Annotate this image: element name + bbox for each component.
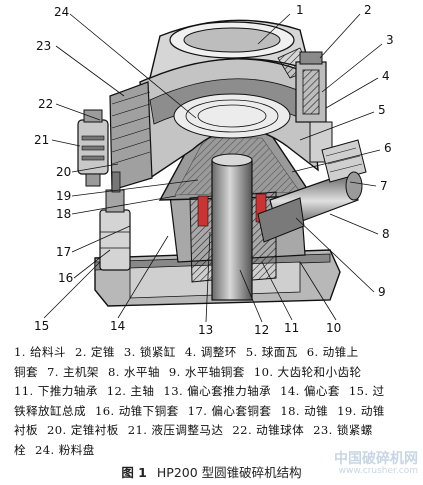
legend-item: 13. 偏心套推力轴承 xyxy=(163,384,272,399)
legend-item: 19. 动锥 xyxy=(337,403,385,418)
callout-8: 8 xyxy=(382,227,390,241)
crusher-cutaway-diagram: 1 2 3 4 5 6 7 8 9 10 11 12 13 14 15 16 1… xyxy=(34,3,394,337)
legend-item: 22. 动锥球体 xyxy=(232,423,305,438)
callout-19: 19 xyxy=(56,189,71,203)
legend-item: 10. 大齿轮和小齿轮 xyxy=(253,364,362,379)
legend-item: 9. 水平轴铜套 xyxy=(168,364,245,379)
tramp-release-cylinder xyxy=(99,171,131,271)
callout-11: 11 xyxy=(284,321,299,335)
adjusting-ring xyxy=(109,81,153,191)
legend-item: 14. 偏心套 xyxy=(280,384,340,399)
callout-15: 15 xyxy=(34,319,49,333)
callout-4: 4 xyxy=(382,69,390,83)
legend-item: 栓 xyxy=(14,442,26,457)
figure-caption: 图 1 HP200 型圆锥破碎机结构 xyxy=(0,462,423,481)
legend-item: 6. 动锥上 xyxy=(306,345,359,359)
legend-item: 7. 主机架 xyxy=(47,364,99,379)
legend-item: 12. 主轴 xyxy=(106,384,155,399)
legend-item: 15. 过 xyxy=(348,384,385,399)
legend-item: 3. 锁紧缸 xyxy=(123,345,176,359)
main-shaft xyxy=(211,153,253,301)
legend-item: 11. 下推力轴承 xyxy=(14,384,98,399)
parts-legend: 1. 给料斗 2. 定锥 3. 锁紧缸 4. 调整环 5. 球面瓦 6. 动锥上 铜套 7.… xyxy=(14,343,416,461)
legend-item: 8. 水平轴 xyxy=(107,364,160,379)
clamping-cylinders xyxy=(295,51,333,163)
callout-22: 22 xyxy=(38,97,53,111)
hydraulic-motor xyxy=(77,109,109,187)
callout-18: 18 xyxy=(56,207,71,221)
legend-item: 21. 液压调整马达 xyxy=(127,423,224,438)
callout-24: 24 xyxy=(54,5,69,19)
callout-23: 23 xyxy=(36,39,51,53)
callout-7: 7 xyxy=(380,179,388,193)
legend-line-1: 1. 给料斗 2. 定锥 3. 锁紧缸 4. 调整环 5. 球面瓦 6. 动锥上 xyxy=(14,343,416,363)
legend-item: 20. 定锥衬板 xyxy=(47,423,119,438)
callout-10: 10 xyxy=(326,321,341,335)
legend-item: 5. 球面瓦 xyxy=(245,345,298,359)
callout-16: 16 xyxy=(58,271,73,285)
callout-5: 5 xyxy=(378,103,386,117)
legend-item: 23. 锁紧螺 xyxy=(313,423,373,438)
callout-21: 21 xyxy=(34,133,49,147)
callout-14: 14 xyxy=(110,319,125,333)
legend-line-6: 栓 24. 粉料盘 xyxy=(14,441,416,461)
callout-numbers: 1 2 3 4 5 6 7 8 9 10 11 12 13 14 15 16 1… xyxy=(34,3,394,337)
legend-item: 18. 动锥 xyxy=(280,403,329,418)
legend-item: 4. 调整环 xyxy=(184,345,237,359)
fixed-cone-bowl xyxy=(139,58,319,180)
feed-hopper xyxy=(149,19,311,80)
legend-item: 2. 定锥 xyxy=(74,345,115,359)
callout-9: 9 xyxy=(378,285,386,299)
legend-item: 铜套 xyxy=(14,364,38,379)
legend-line-4: 铁释放缸总成 16. 动锥下铜套 17. 偏心套铜套 18. 动锥 19. 动锥 xyxy=(14,402,416,422)
callout-3: 3 xyxy=(386,33,394,47)
leader-lines xyxy=(43,13,383,323)
figure-number: 图 1 xyxy=(121,465,147,480)
figure-title: HP200 型圆锥破碎机结构 xyxy=(156,465,302,480)
legend-item: 铁释放缸总成 xyxy=(14,403,86,418)
callout-2: 2 xyxy=(364,3,372,17)
watermark: 中国破碎机网 www.crusher.com xyxy=(300,448,418,480)
legend-item: 17. 偏心套铜套 xyxy=(187,403,272,418)
callout-6: 6 xyxy=(384,141,392,155)
countershaft xyxy=(257,139,367,243)
callout-13: 13 xyxy=(198,323,213,337)
legend-item: 1. 给料斗 xyxy=(14,345,66,359)
watermark-url: www.crusher.com xyxy=(338,466,418,476)
callout-17: 17 xyxy=(56,245,71,259)
legend-line-3: 11. 下推力轴承 12. 主轴 13. 偏心套推力轴承 14. 偏心套 15. 过 xyxy=(14,382,416,402)
callout-12: 12 xyxy=(254,323,269,337)
legend-item: 衬板 xyxy=(14,423,38,438)
callout-20: 20 xyxy=(56,165,71,179)
callout-1: 1 xyxy=(296,3,304,17)
legend-line-5: 衬板 20. 定锥衬板 21. 液压调整马达 22. 动锥球体 23. 锁紧螺 xyxy=(14,421,416,441)
legend-line-2: 铜套 7. 主机架 8. 水平轴 9. 水平轴铜套 10. 大齿轮和小齿轮 xyxy=(14,363,416,383)
legend-item: 16. 动锥下铜套 xyxy=(94,403,179,418)
legend-item: 24. 粉料盘 xyxy=(35,442,95,457)
watermark-text: 中国破碎机网 xyxy=(334,451,418,467)
